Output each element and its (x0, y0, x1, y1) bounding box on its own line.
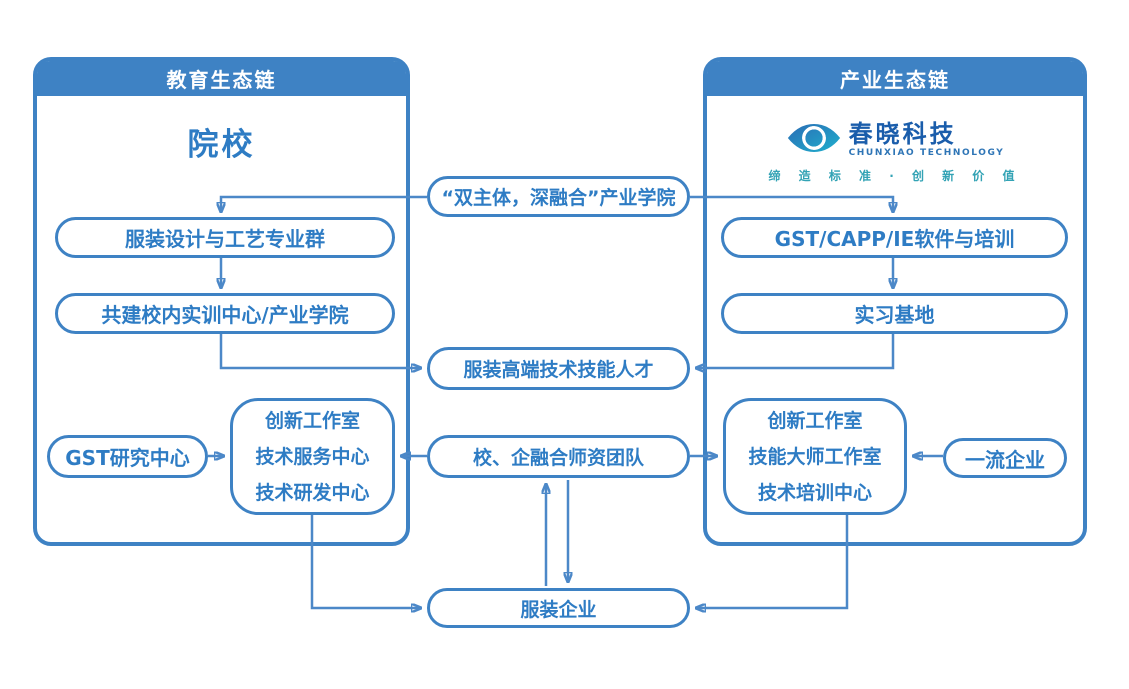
node-school-enterprise-faculty-team: 校、企融合师资团队 (427, 435, 690, 478)
college-title: 院校 (187, 127, 256, 163)
chunxiao-logo-icon (786, 121, 842, 159)
node-dual-subject-industry-academy: “双主体，深融合”产业学院 (427, 176, 690, 217)
node-internship-base: 实习基地 (721, 293, 1068, 334)
left-workshops-line-2: 技术服务中心 (255, 445, 370, 468)
chunxiao-logo: 春晓科技 CHUNXIAO TECHNOLOGY 缔 造 标 准 · 创 新 价… (707, 121, 1083, 184)
node-first-class-enterprise: 一流企业 (943, 438, 1067, 478)
left-workshops-line-3: 技术研发中心 (255, 481, 370, 504)
node-gst-capp-ie-software: GST/CAPP/IE软件与培训 (721, 217, 1068, 258)
education-chain-header: 教育生态链 (37, 61, 406, 99)
right-workshops-line-1: 创新工作室 (767, 409, 863, 432)
education-chain-header-label: 教育生态链 (166, 68, 277, 92)
industry-chain-header-label: 产业生态链 (840, 68, 950, 92)
logo-company-name: 春晓科技 (848, 120, 957, 148)
node-right-workshops: 创新工作室 技能大师工作室 技术培训中心 (723, 398, 907, 515)
node-campus-training-center: 共建校内实训中心/产业学院 (55, 293, 395, 334)
left-workshops-line-1: 创新工作室 (264, 409, 360, 432)
industry-chain-header: 产业生态链 (707, 61, 1083, 99)
node-gst-research-center: GST研究中心 (47, 435, 208, 478)
logo-tagline: 缔 造 标 准 · 创 新 价 值 (768, 169, 1022, 183)
node-highend-skilled-talent: 服装高端技术技能人才 (427, 347, 690, 390)
node-garment-enterprise: 服装企业 (427, 588, 690, 628)
node-left-workshops: 创新工作室 技术服务中心 技术研发中心 (230, 398, 395, 515)
right-workshops-line-3: 技术培训中心 (757, 481, 872, 504)
node-fashion-design-major-group: 服装设计与工艺专业群 (55, 217, 395, 258)
right-workshops-line-2: 技能大师工作室 (748, 445, 882, 468)
logo-company-name-en: CHUNXIAO TECHNOLOGY (848, 148, 1005, 158)
